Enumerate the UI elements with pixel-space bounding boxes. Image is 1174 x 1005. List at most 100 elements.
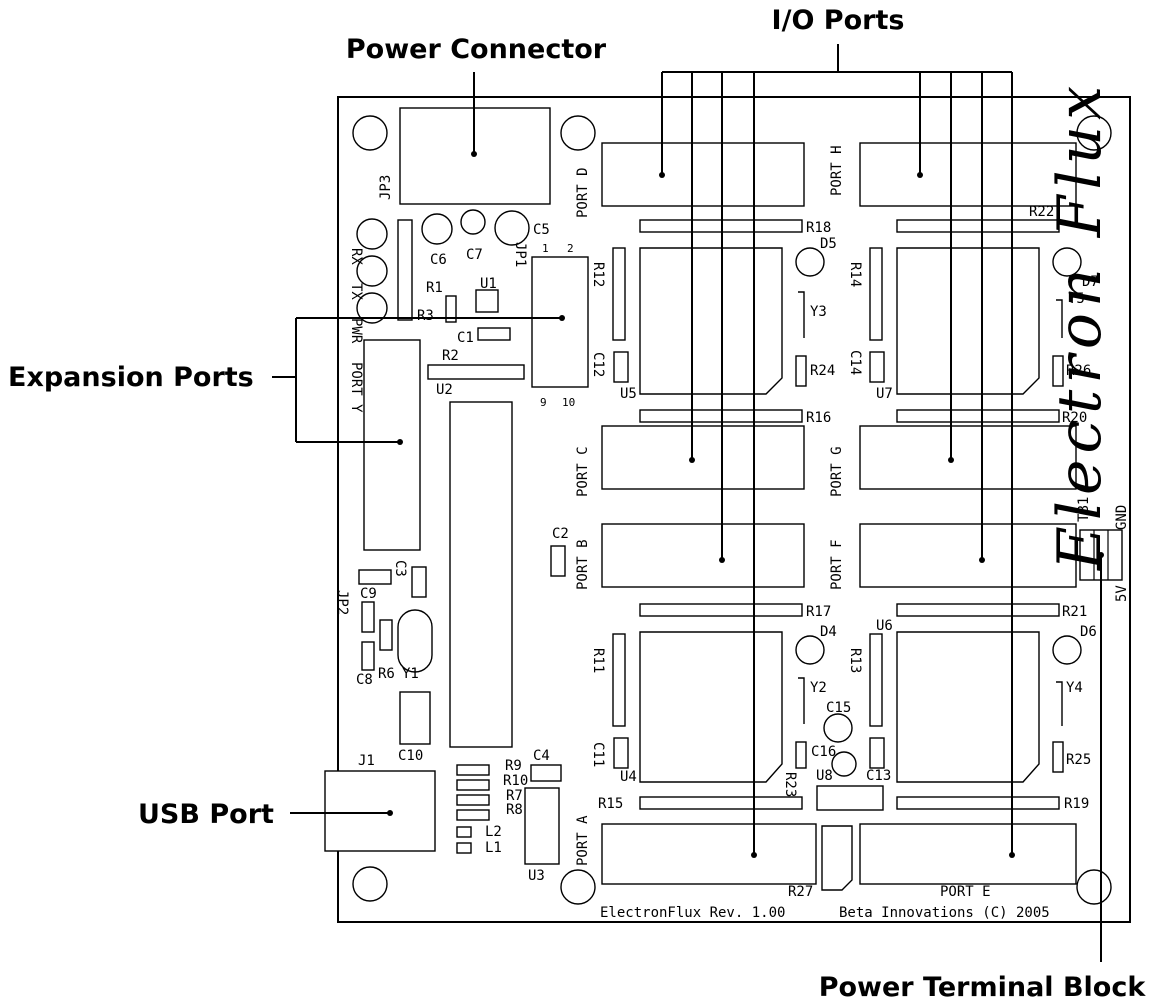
callout-power-connector: Power Connector [346,34,607,65]
resistor-r6 [379,619,393,651]
expansion-header-port-y [363,339,421,551]
resistor-r1 [445,295,457,323]
chip-u6 [896,631,1040,783]
resistor-r25 [1052,741,1064,773]
crystal-y2-outline [798,677,805,724]
capacitor-c6 [421,213,453,245]
capacitor-c10 [399,691,431,745]
chip-u7 [896,247,1040,395]
silk-pin2-jp1: 2 [567,242,574,255]
silk-c2: C2 [552,526,569,542]
capacitor-c13-vertical [869,737,885,769]
silk-d4: D4 [820,624,837,640]
mounting-hole-top-center [560,115,596,151]
header-strip-left [397,219,413,321]
resistor-r7 [456,794,490,806]
led-rx [356,218,388,250]
mounting-hole-bottom-right [1076,869,1112,905]
silk-port-b: PORT B [575,539,591,590]
resistor-r20 [896,409,1060,423]
usb-connector-j1 [324,770,436,852]
silk-port-e: PORT E [940,884,991,900]
silk-port-g: PORT G [829,446,845,497]
silk-y5: Y5 [1068,291,1085,307]
silk-j1: J1 [358,753,375,769]
resistor-r24 [795,355,807,387]
led-pwr [356,292,388,324]
capacitor-c8 [361,641,375,671]
board-footer-left: ElectronFlux Rev. 1.00 [600,905,785,921]
silk-port-f: PORT F [829,539,845,590]
led-d6 [1052,635,1082,665]
mounting-hole-bottom-left [352,866,388,902]
usb-port-leader-line [290,810,393,816]
silk-u4: U4 [620,769,637,785]
silk-c4: C4 [533,748,550,764]
silk-rx: RX [348,248,364,265]
silk-r26: R26 [1066,363,1091,379]
silk-tb1: TB1 [1076,497,1092,522]
resistor-r2 [427,364,525,380]
capacitor-c14 [869,351,885,383]
silk-r8: R8 [506,802,523,818]
jumper-jp2 [358,569,392,585]
silk-u1: U1 [480,276,497,292]
silk-c10: C10 [398,748,423,764]
port-c-header [601,425,805,490]
resistor-r9 [456,764,490,776]
chip-u1 [475,289,499,313]
silk-pin9-jp1: 9 [540,396,547,409]
silk-gnd: GND [1114,505,1130,530]
crystal-y1 [397,609,433,673]
silk-pwr: PWR [348,318,364,344]
silk-y1: Y1 [402,666,419,682]
resistor-r23 [795,741,807,769]
mounting-hole-top-left [352,115,388,151]
silk-r16: R16 [806,410,831,426]
silk-port-y: PORT Y [348,362,364,413]
silk-port-h: PORT H [829,145,845,196]
chip-u8 [816,785,884,811]
board-footer-right: Beta Innovations (C) 2005 [839,905,1050,921]
capacitor-c1 [477,327,511,341]
silk-r25: R25 [1066,752,1091,768]
silk-r10: R10 [503,773,528,789]
silk-c8: C8 [356,672,373,688]
silk-y4: Y4 [1066,680,1083,696]
silk-r22: R22 [1029,204,1054,220]
power-connector-leader-line [471,72,477,157]
silk-u6: U6 [876,618,893,634]
capacitor-c11 [613,737,629,769]
chip-u4 [639,631,783,783]
inductor-l1 [456,842,472,854]
silk-r14: R14 [847,262,863,287]
capacitor-c5 [494,210,530,246]
resistor-r14 [869,247,883,341]
silk-jp3: JP3 [378,175,394,200]
port-a-header [601,823,817,885]
silk-c9: C9 [360,586,377,602]
silk-c11: C11 [590,742,606,767]
capacitor-c12 [613,351,629,383]
silk-c15: C15 [826,700,851,716]
led-d4 [795,635,825,665]
resistor-r26 [1052,355,1064,387]
silk-d5: D5 [820,236,837,252]
silk-u3: U3 [528,868,545,884]
silk-r12: R12 [590,262,606,287]
silk-u8: U8 [816,768,833,784]
callout-usb-port: USB Port [138,799,274,830]
capacitor-c2 [550,545,566,577]
resistor-r15 [639,796,803,810]
silk-r20: R20 [1062,410,1087,426]
silk-5v: 5V [1114,585,1130,602]
silk-r11: R11 [590,648,606,673]
capacitor-c7 [460,209,486,235]
capacitor-c3 [411,566,427,598]
silk-r15: R15 [598,796,623,812]
silk-r18: R18 [806,220,831,236]
port-f-header [859,523,1077,588]
silk-c13: C13 [866,768,891,784]
chip-u5 [639,247,783,395]
